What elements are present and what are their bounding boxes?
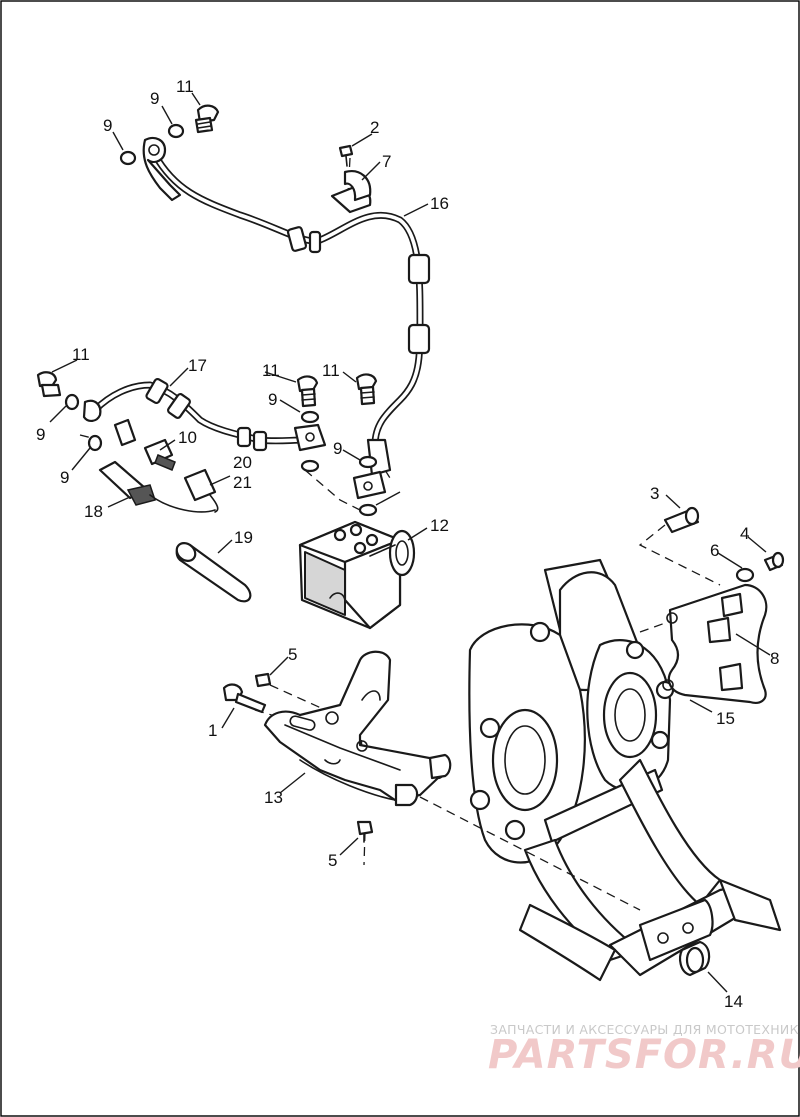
callout-6: 6: [710, 541, 719, 560]
washer-9-a: [167, 123, 185, 139]
callout-4: 4: [740, 524, 749, 543]
banjo-bolt-11-top: [194, 104, 220, 134]
washer-9-g: [358, 455, 378, 469]
washer-9-c: [64, 393, 80, 411]
callout-5-bottom: 5: [328, 851, 337, 870]
banjo-bolt-11-mid-a: [296, 375, 319, 408]
callout-20: 20: [233, 453, 252, 472]
callout-9-mid-b: 9: [333, 439, 342, 458]
callout-15: 15: [716, 709, 735, 728]
brake-line-17: [82, 377, 327, 452]
callout-21: 21: [233, 473, 252, 492]
callout-18: 18: [84, 502, 103, 521]
callout-8: 8: [770, 649, 779, 668]
clips-8: [706, 592, 744, 692]
bracket-13: [263, 650, 452, 807]
bolt-1: [222, 683, 267, 714]
abs-module-12: [298, 520, 416, 630]
callout-5-top: 5: [288, 645, 297, 664]
washer-9-f: [300, 459, 320, 473]
foam-sleeve-19: [175, 542, 252, 603]
callout-9-left-a: 9: [36, 425, 45, 444]
watermark-brand: PARTSFOR.RU: [488, 1032, 800, 1078]
fitting-10: [113, 418, 176, 471]
callout-14: 14: [724, 992, 743, 1011]
callout-17: 17: [188, 356, 207, 375]
callout-10: 10: [178, 428, 197, 447]
cover-15: [662, 583, 768, 704]
callout-16: 16: [430, 194, 449, 213]
callout-9-mid-a: 9: [268, 390, 277, 409]
banjo-bolt-11-left: [36, 371, 62, 398]
washer-9-h: [358, 503, 378, 517]
callout-9-top-b: 9: [103, 116, 112, 135]
callout-7: 7: [382, 152, 391, 171]
banjo-bolt-11-mid-b: [355, 373, 378, 406]
callout-11-mid-a: 11: [262, 361, 280, 380]
callout-11-left: 11: [72, 345, 90, 364]
motorcycle-frame: [468, 558, 782, 982]
callout-1: 1: [208, 721, 217, 740]
clip-7: [330, 170, 372, 214]
callout-9-top-a: 9: [150, 89, 159, 108]
bolt-5-bottom: [356, 820, 374, 843]
washer-9-b: [119, 150, 137, 166]
bolt-3: [663, 506, 700, 534]
callout-3: 3: [650, 484, 659, 503]
brake-line-16: [142, 136, 431, 500]
callout-9-left-b: 9: [60, 468, 69, 487]
washer-9-d: [87, 434, 103, 452]
washer-9-e: [300, 410, 320, 424]
connector-21: [183, 468, 219, 513]
washer-6: [735, 567, 755, 583]
sensor-18: [98, 460, 216, 513]
callout-11-mid-b: 11: [322, 361, 340, 380]
watermark-tagline: ЗАПЧАСТИ И АКСЕССУАРЫ ДЛЯ МОТОТЕХНИКИ: [490, 1022, 800, 1037]
callout-11-top: 11: [176, 77, 194, 96]
watermark: ЗАПЧАСТИ И АКСЕССУАРЫ ДЛЯ МОТОТЕХНИКИ PA…: [488, 1022, 800, 1078]
callout-12: 12: [430, 516, 449, 535]
callout-19: 19: [234, 528, 253, 547]
callouts: 11 9 9 2 7 16 11 17 11 11 9 9 10 9 9 20 …: [36, 77, 779, 1011]
leader-lines: [49, 92, 771, 993]
screw-2: [338, 144, 354, 167]
bolt-4: [763, 551, 785, 572]
callout-2: 2: [370, 118, 379, 137]
bolt-5-top: [254, 672, 272, 688]
callout-13: 13: [264, 788, 283, 807]
